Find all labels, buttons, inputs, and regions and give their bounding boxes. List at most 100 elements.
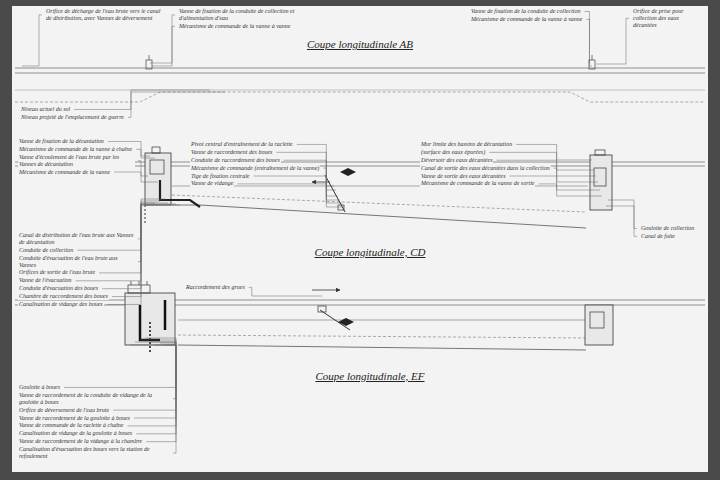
valve-head xyxy=(595,150,605,155)
annotation: Pivot central d'entraînement de la racle… xyxy=(190,141,294,148)
leader-line xyxy=(276,152,338,196)
annotation: Vanne d'écoulement de l'eau brute par le… xyxy=(18,154,135,168)
annotation: Vanne de raccordement de la goulotte à b… xyxy=(18,415,131,422)
leader-line xyxy=(606,206,637,228)
annotation: Orifice de déversement de l'eau brute xyxy=(18,407,110,414)
annotation: Goulotte de collection xyxy=(640,225,695,232)
annotation: Vanne de raccordement des boues xyxy=(190,149,273,156)
leader-line xyxy=(538,184,602,196)
annotation: Raccordement des grues xyxy=(185,284,246,291)
basin-floor xyxy=(172,205,586,228)
water-line xyxy=(15,300,705,301)
drain-pipe xyxy=(145,205,146,225)
annotation: Canalisation de vidange de la goulotte à… xyxy=(18,430,133,437)
leader-line xyxy=(249,287,322,296)
valve-stems xyxy=(131,281,147,285)
leader-line xyxy=(596,18,629,64)
inlet-chamber xyxy=(145,153,171,205)
annotation: Vanne de fixation de la décantation xyxy=(18,138,105,145)
direction-arrow xyxy=(312,290,340,291)
pivot-block xyxy=(318,306,326,312)
leader-line xyxy=(136,345,176,434)
leader-line xyxy=(134,338,176,418)
annotation: Conduite de raccordement des boues xyxy=(190,157,281,164)
annotation: Mécanisme de commande de la vanne xyxy=(18,169,111,176)
basin-floor xyxy=(178,345,586,350)
annotation: Niveau actuel du sol xyxy=(20,106,71,113)
annotation: Canal de sortie des eaux décantées dans … xyxy=(420,165,551,172)
pivot-block xyxy=(338,205,344,210)
valve-symbol xyxy=(589,60,595,69)
basin-line xyxy=(178,320,585,321)
leader-line xyxy=(114,172,158,182)
wall-section xyxy=(164,300,167,330)
leader-line xyxy=(138,161,148,176)
annotation: Orifice de prise pour collection des eau… xyxy=(632,8,704,29)
direction-mark xyxy=(338,318,354,326)
leader-line xyxy=(136,149,155,158)
section-title: Coupe longitudinale AB xyxy=(305,38,415,50)
water-line xyxy=(15,68,705,69)
annotation: Vanne de sortie des eaux décantées xyxy=(420,173,506,180)
annotation: Tige de fixation centrale xyxy=(190,173,251,180)
annotation: (surface des eaux épurées) xyxy=(420,149,486,156)
annotation: Orifices de sortie de l'eau brute xyxy=(18,269,96,276)
valve-stem xyxy=(592,55,593,60)
leader-line xyxy=(64,345,176,387)
annotation: Conduite de collection xyxy=(18,247,74,254)
leader-line xyxy=(608,200,637,236)
annotation: Chambre de raccordement des boues xyxy=(18,293,109,300)
outlet-chamber xyxy=(590,155,612,210)
section-title: Coupe longitudinale, EF xyxy=(313,370,426,382)
outlet-chamber xyxy=(585,305,613,345)
leader-line xyxy=(254,176,343,203)
ground-line xyxy=(15,90,705,91)
drain-pipe xyxy=(149,322,151,352)
valve-head xyxy=(152,147,160,153)
annotation: Conduite d'évacuation des boues xyxy=(18,285,99,292)
leader-line xyxy=(323,168,334,186)
annotation: Canalisation de vidange des boues xyxy=(18,301,104,308)
sludge-line xyxy=(172,195,586,212)
leader-line xyxy=(237,184,344,207)
annotation: Canalisation d'évacuation des boues vers… xyxy=(18,446,170,460)
annotation: Vanne de vidange xyxy=(190,180,234,187)
valve-box xyxy=(150,160,164,174)
annotation: Mécanisme de commande de la vanne à vann… xyxy=(178,23,291,30)
annotation: Mécanisme de commande (entraînement de l… xyxy=(190,165,320,172)
inlet-chamber xyxy=(125,293,175,345)
valve-symbol xyxy=(146,60,152,69)
leader-line xyxy=(22,15,42,66)
channel-line xyxy=(15,73,705,74)
leader-line xyxy=(138,201,160,262)
annotation: Déversoir des eaux décantées xyxy=(420,157,493,164)
paper-sheet xyxy=(12,6,708,472)
annotation: Goulotte à boues xyxy=(18,384,61,391)
annotation: Mécanisme de commande de la vanne à vann… xyxy=(470,16,583,23)
leader-line xyxy=(152,26,175,66)
valve-stem xyxy=(149,55,150,60)
leader-line xyxy=(586,19,592,66)
annotation: Vanne de fixation de la conduite de coll… xyxy=(178,8,330,22)
valve-box xyxy=(590,312,604,328)
leader-line xyxy=(128,92,225,117)
direction-mark xyxy=(340,168,356,176)
leader-line xyxy=(150,15,175,63)
annotation: Mur limite des bassins de décantation xyxy=(420,141,513,148)
annotation: Vanne de raccordement de la conduite de … xyxy=(18,392,170,406)
leader-line xyxy=(112,204,176,297)
annotation: Canal de distribution de l'eau brute aux… xyxy=(18,232,135,246)
annotation: Canal de fuite xyxy=(640,233,676,240)
annotation: Vanne de commande de la raclette à chaîn… xyxy=(18,422,124,429)
annotation: Vanne de fixation de la conduite de coll… xyxy=(470,8,581,15)
annotation: Mécanisme de commande de la vanne de sor… xyxy=(420,180,535,187)
leader-line xyxy=(554,168,598,182)
leader-line xyxy=(127,342,176,426)
annotation: Vanne de l'évacuation xyxy=(18,277,73,284)
leader-line xyxy=(102,205,172,289)
annotation: Mécanisme de commande de la vanne à chaî… xyxy=(18,146,133,153)
annotation: Conduite d'évacuation de l'eau brute aux… xyxy=(18,255,135,269)
leader-line xyxy=(138,205,150,239)
section-title: Coupe longitudinale, CD xyxy=(313,246,428,258)
